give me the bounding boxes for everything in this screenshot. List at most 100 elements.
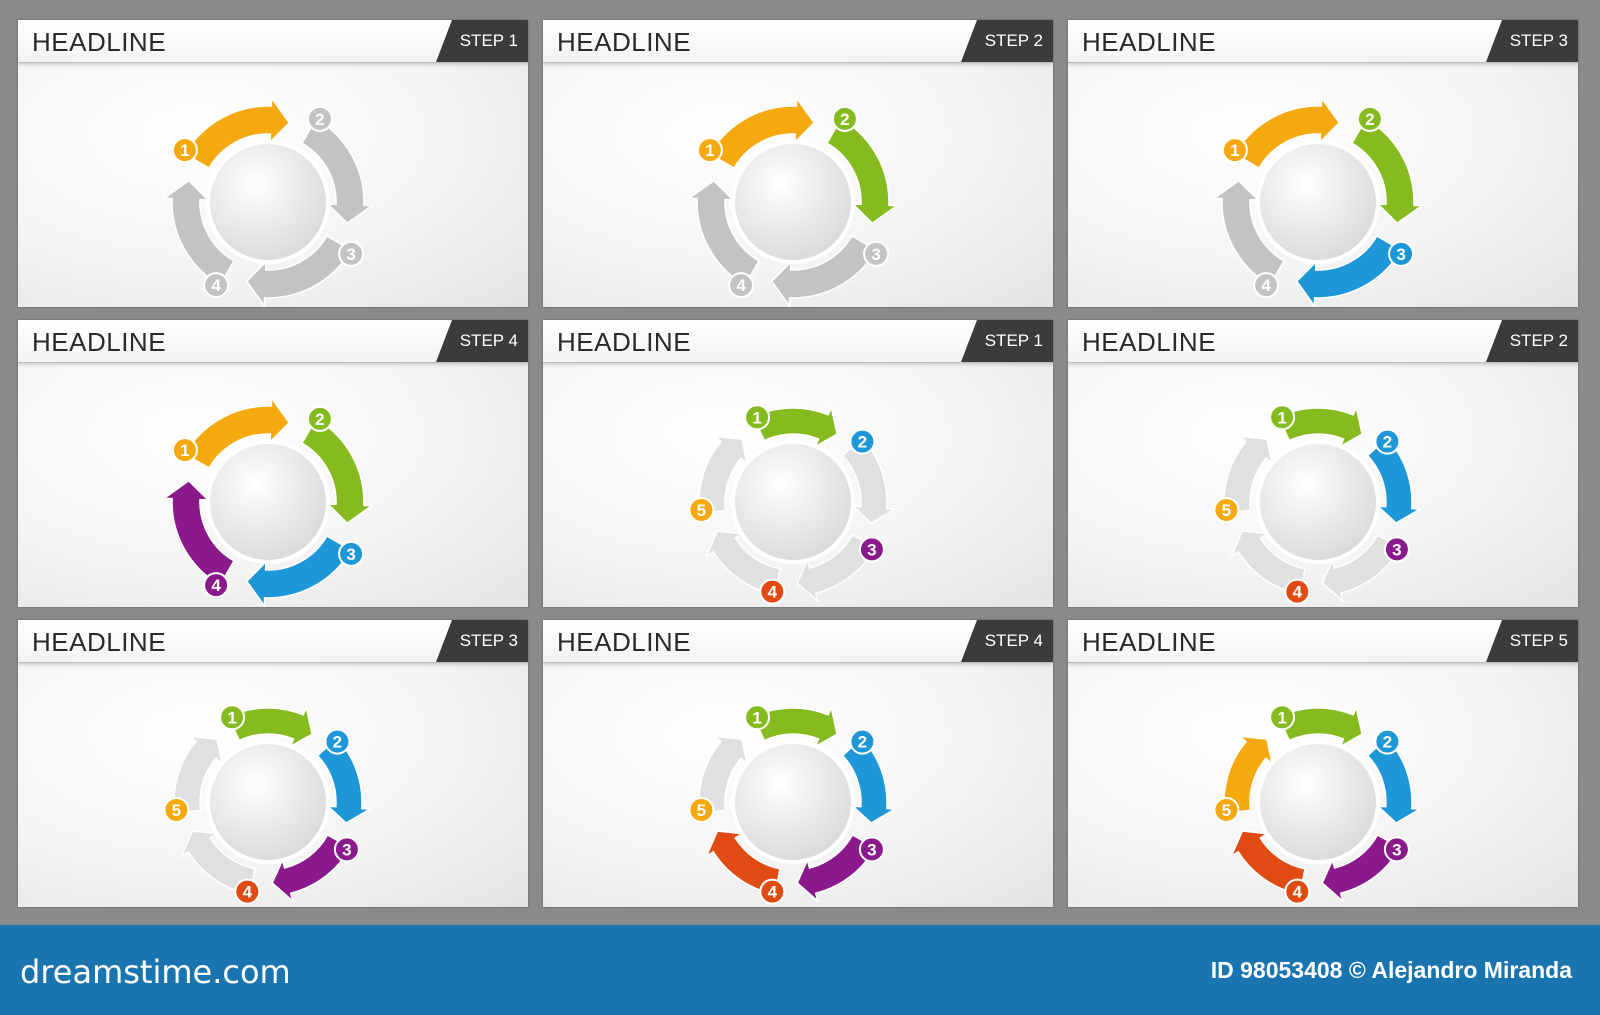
headline-bar: HEADLINE STEP 2 <box>1068 320 1578 363</box>
step-badge-5 <box>1213 797 1240 823</box>
step-badge-3 <box>338 540 365 567</box>
step-arrow-1 <box>1277 404 1363 449</box>
step-label: STEP 4 <box>459 331 518 350</box>
step-badge-2 <box>1356 105 1383 132</box>
step-arrow-4 <box>704 530 781 596</box>
center-circle <box>731 140 855 264</box>
step-arrow-3 <box>1321 833 1402 904</box>
step-arrow-2 <box>1350 117 1425 225</box>
step-number-1: 1 <box>752 408 761 427</box>
slide-headline: HEADLINE <box>1082 327 1217 357</box>
step-badge-2 <box>324 728 351 755</box>
step-label: STEP 1 <box>459 31 518 50</box>
step-number-5: 5 <box>697 501 706 520</box>
step-arrow-5 <box>1223 735 1274 815</box>
step-tab <box>961 620 1053 662</box>
step-badge-1 <box>744 404 771 431</box>
step-badge-3 <box>1383 836 1410 863</box>
step-arrow-3 <box>796 533 877 604</box>
step-arrow-2 <box>1366 436 1423 524</box>
step-number-4: 4 <box>736 276 746 295</box>
step-number-4: 4 <box>1293 883 1303 902</box>
step-number-3: 3 <box>1392 840 1401 859</box>
step-badge-4 <box>203 572 230 599</box>
step-arrow-4 <box>161 179 236 287</box>
step-number-2: 2 <box>315 110 324 129</box>
step-number-1: 1 <box>180 441 189 460</box>
step-badge-4 <box>759 578 786 605</box>
step-label: STEP 1 <box>984 331 1043 350</box>
step-badge-1 <box>1221 137 1248 164</box>
step-arrow-2 <box>316 736 373 824</box>
step-tab <box>1486 320 1578 362</box>
step-arrow-4 <box>179 830 256 896</box>
step-arrow-1 <box>227 704 313 749</box>
slide-headline: HEADLINE <box>557 327 692 357</box>
step-badge-3 <box>338 240 365 267</box>
step-number-2: 2 <box>1383 733 1392 752</box>
step-badge-2 <box>1374 728 1401 755</box>
center-circle <box>731 740 855 864</box>
step-arrow-3 <box>1321 533 1402 604</box>
slide-headline: HEADLINE <box>32 27 167 57</box>
step-arrow-4 <box>1211 179 1286 287</box>
step-badge-3 <box>858 536 885 563</box>
step-number-4: 4 <box>211 276 221 295</box>
step-badge-2 <box>849 728 876 755</box>
site-logo[interactable]: dreamstime.com <box>20 953 291 991</box>
step-number-5: 5 <box>172 801 181 820</box>
step-arrow-2 <box>300 117 375 225</box>
step-arrow-3 <box>1295 234 1403 307</box>
step-arrow-2 <box>300 417 375 525</box>
step-number-2: 2 <box>333 733 342 752</box>
step-number-1: 1 <box>705 141 714 160</box>
slide-headline: HEADLINE <box>1082 627 1217 657</box>
step-badge-3 <box>858 836 885 863</box>
step-number-1: 1 <box>1277 708 1286 727</box>
step-arrow-4 <box>686 179 761 287</box>
step-number-4: 4 <box>768 883 778 902</box>
step-number-4: 4 <box>1293 583 1303 602</box>
step-number-4: 4 <box>1261 276 1271 295</box>
step-arrow-5 <box>1223 435 1274 515</box>
step-arrow-3 <box>245 234 353 307</box>
step-number-3: 3 <box>867 840 876 859</box>
step-badge-5 <box>688 797 715 823</box>
step-badge-1 <box>171 137 198 164</box>
step-badge-2 <box>306 405 333 432</box>
headline-bar: HEADLINE STEP 1 <box>543 320 1053 363</box>
headline-bar: HEADLINE STEP 2 <box>543 20 1053 63</box>
step-number-3: 3 <box>871 245 880 264</box>
slide-headline: HEADLINE <box>32 627 167 657</box>
center-circle <box>731 440 855 564</box>
step-number-2: 2 <box>1383 433 1392 452</box>
step-number-1: 1 <box>1230 141 1239 160</box>
step-number-1: 1 <box>227 708 236 727</box>
center-circle <box>206 740 330 864</box>
step-badge-4 <box>1284 578 1311 605</box>
step-number-4: 4 <box>768 583 778 602</box>
step-tab <box>436 20 528 62</box>
step-tab <box>961 20 1053 62</box>
step-badge-3 <box>333 836 360 863</box>
headline-bar: HEADLINE STEP 3 <box>18 620 528 663</box>
step-arrow-4 <box>161 479 236 587</box>
step-badge-3 <box>863 240 890 267</box>
step-number-3: 3 <box>346 545 355 564</box>
step-arrow-3 <box>245 534 353 607</box>
headline-bar: HEADLINE STEP 1 <box>18 20 528 63</box>
center-circle <box>1256 740 1380 864</box>
step-number-4: 4 <box>243 883 253 902</box>
